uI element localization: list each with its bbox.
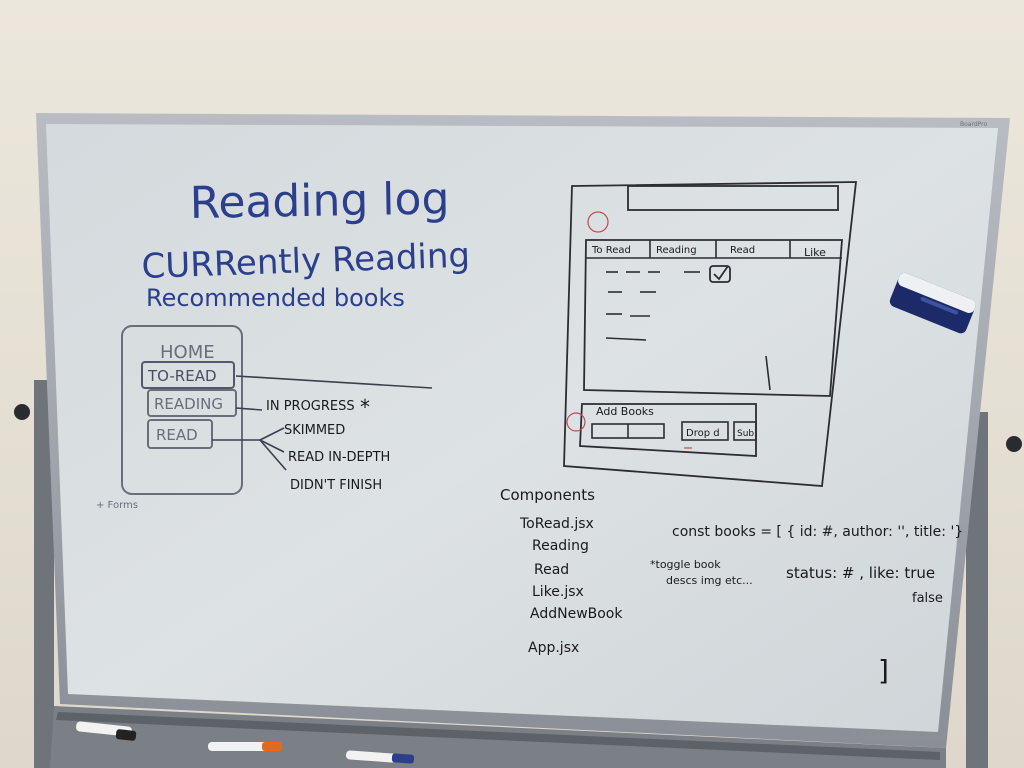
code-line-3: false [912,591,943,606]
code-line-1: const books = [ { id: #, author: '', tit… [672,524,963,540]
read-label: READ [156,426,198,444]
wireframe-sketch: To Read Reading Read Like Add Books Drop… [563,181,858,487]
toggle-note: *toggle book descs img etc... [650,558,753,587]
components-heading: Components [500,486,595,504]
stand-leg-right [966,412,988,768]
wireframe-submit-label: Sub [737,429,754,439]
board-brand: BoardPro [960,121,987,128]
stand-leg-left [34,380,54,768]
in-progress-label: IN PROGRESS [266,399,355,414]
marker-icon[interactable] [208,742,282,751]
wireframe-tab-like: Like [804,246,826,259]
read-in-depth-label: READ IN-DEPTH [288,450,390,465]
title-reading-log: Reading log [189,173,450,229]
skimmed-label: SKIMMED [284,423,345,438]
component-read: Read [534,562,569,578]
component-reading: Reading [532,538,589,554]
home-diagram: HOME TO-READ READING READ IN PROGRESS * … [96,325,433,511]
wireframe-search-bar [627,185,839,211]
code-line-2: status: # , like: true [786,564,935,582]
wireframe-list-panel [583,239,843,397]
read-button[interactable] [147,419,213,449]
wireframe-dropdown-label: Drop d [686,428,720,439]
components-list: Components ToRead.jsx Reading Read Like.… [500,486,623,656]
star-mark: * [360,395,370,419]
forms-note: + Forms [96,500,138,511]
component-add-new-book: AddNewBook [530,606,623,622]
wireframe-marker-1 [587,211,609,233]
wireframe-submit [733,421,757,441]
home-box [121,325,243,495]
toggle-note-line-2: descs img etc... [666,574,753,587]
checkbox-icon [709,265,731,283]
home-heading: HOME [160,342,215,363]
reading-label: READING [154,395,223,413]
wireframe-tab-reading: Reading [656,245,697,256]
wireframe-marker-2 [566,412,586,432]
wireframe-tab-read: Read [730,245,755,256]
stand-knob-left [14,404,30,420]
toggle-note-line-1: *toggle book [650,558,721,571]
component-app: App.jsx [528,640,579,656]
code-snippet: const books = [ { id: #, author: '', tit… [672,524,963,687]
component-to-read: ToRead.jsx [519,516,594,532]
component-like: Like.jsx [532,584,584,600]
stand-knob-right [1006,436,1022,452]
reading-button[interactable] [147,389,237,417]
title-recommended-books: Recommended books [146,284,405,312]
wireframe-dropdown [681,421,729,441]
code-closing-bracket: ] [878,654,889,687]
marker-icon[interactable] [345,750,415,764]
marker-icon[interactable] [76,721,137,741]
eraser-icon[interactable] [888,271,978,335]
didnt-finish-label: DIDN'T FINISH [290,478,382,493]
wireframe-add-books-label: Add Books [596,405,654,418]
wireframe-add-books-panel [579,403,757,457]
board-surface [46,124,998,732]
to-read-button[interactable] [141,361,235,389]
wireframe-tab-to-read: To Read [591,245,631,256]
wireframe-outer [563,181,858,487]
to-read-label: TO-READ [147,367,217,385]
